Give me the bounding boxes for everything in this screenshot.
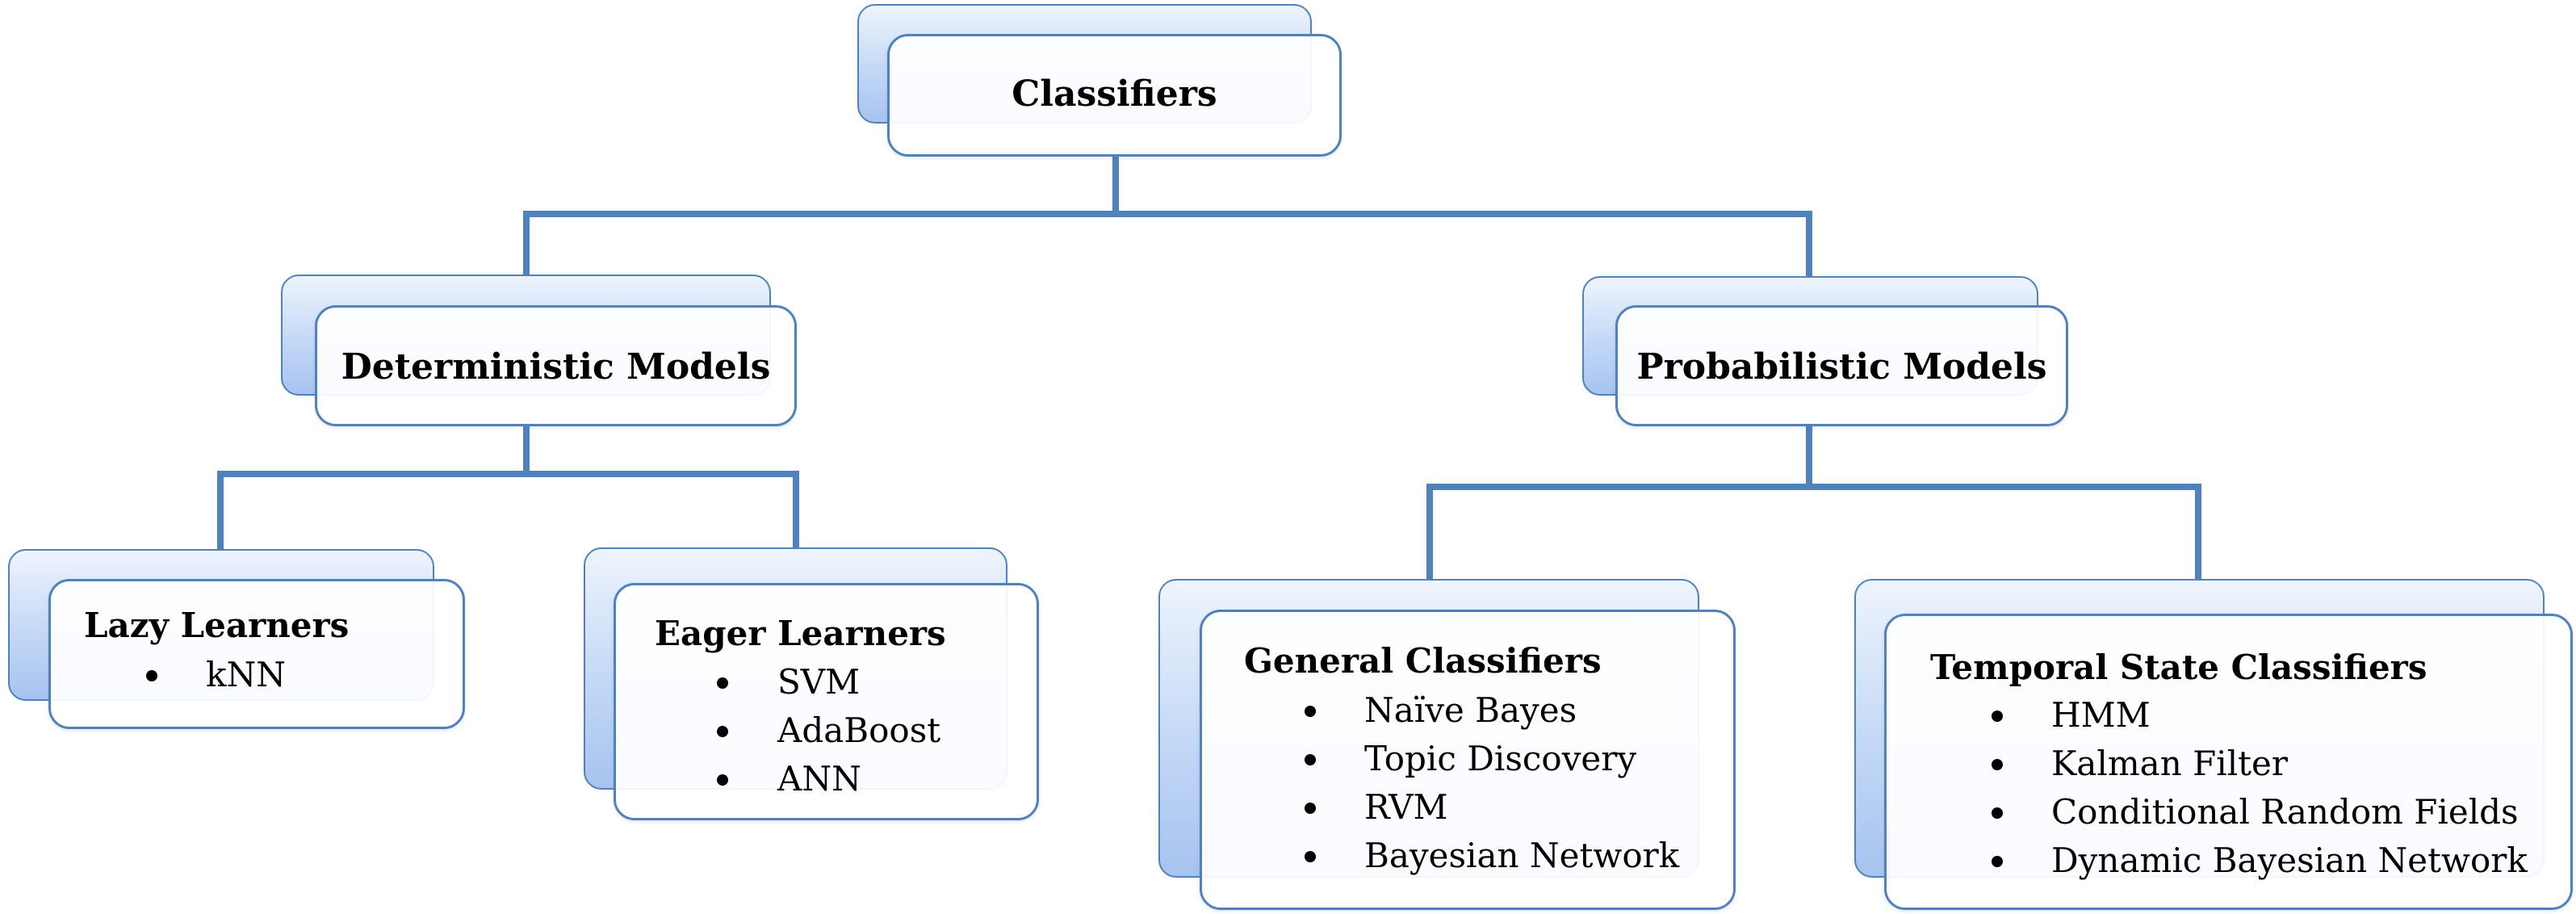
bullet-icon: [1992, 711, 2003, 722]
list-item-text: RVM: [1364, 787, 1448, 827]
bullet-icon: [717, 774, 728, 786]
bullet-icon: [717, 726, 728, 737]
eager-learners-title: Eager Learners: [655, 614, 946, 653]
temporal-state-classifiers-card: Temporal State Classifiers HMM Kalman Fi…: [1884, 614, 2573, 910]
bullet-icon: [1305, 754, 1316, 765]
list-item-text: Naïve Bayes: [1364, 690, 1577, 730]
lazy-learners-title: Lazy Learners: [84, 606, 350, 645]
connector-deterministic: [217, 423, 799, 552]
bullet-icon: [1992, 807, 2003, 819]
bullet-icon: [1305, 851, 1316, 862]
connector-probabilistic: [1426, 423, 2201, 582]
classifiers-label: Classifiers: [1012, 73, 1217, 115]
bullet-icon: [1305, 803, 1316, 814]
list-item-text: Bayesian Network: [1364, 836, 1680, 875]
lazy-learners-card: Lazy Learners kNN: [48, 579, 465, 729]
probabilistic-models-label: Probabilistic Models: [1636, 346, 2047, 388]
list-item-text: ANN: [777, 759, 861, 799]
list-item-text: SVM: [777, 662, 861, 702]
eager-learners-card: Eager Learners SVM AdaBoost ANN: [614, 583, 1039, 820]
deterministic-models-card: Deterministic Models: [315, 305, 797, 426]
list-item-text: HMM: [2051, 695, 2151, 735]
list-item-text: AdaBoost: [777, 711, 941, 750]
deterministic-models-label: Deterministic Models: [341, 346, 771, 388]
temporal-state-classifiers-title: Temporal State Classifiers: [1930, 648, 2427, 687]
list-item-text: Topic Discovery: [1364, 739, 1637, 778]
bullet-icon: [717, 677, 728, 689]
list-item-text: Dynamic Bayesian Network: [2051, 841, 2528, 880]
list-item-text: Conditional Random Fields: [2051, 792, 2519, 832]
general-classifiers-title: General Classifiers: [1244, 641, 1602, 681]
list-item-text: kNN: [206, 655, 286, 694]
list-item-text: Kalman Filter: [2051, 744, 2288, 783]
general-classifiers-card: General Classifiers Naïve Bayes Topic Di…: [1200, 610, 1736, 910]
bullet-icon: [1305, 706, 1316, 717]
bullet-icon: [1992, 759, 2003, 770]
probabilistic-models-card: Probabilistic Models: [1615, 305, 2068, 426]
bullet-icon: [146, 670, 157, 681]
classifiers-node-card: Classifiers: [887, 34, 1342, 157]
bullet-icon: [1992, 856, 2003, 867]
connector-root: [523, 153, 1812, 279]
